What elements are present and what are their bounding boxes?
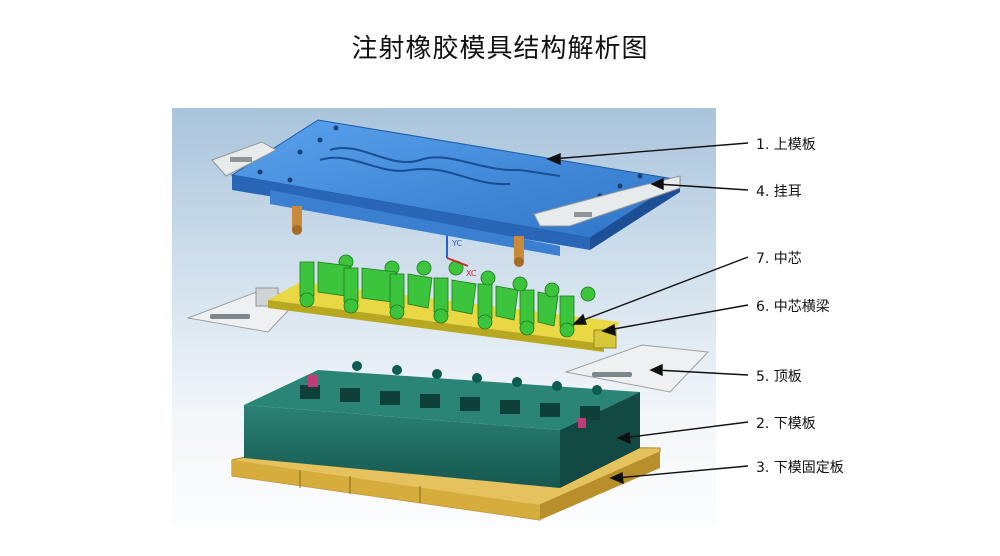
leader-upper-plate: [551, 142, 749, 160]
leader-lower-plate: [622, 421, 749, 439]
lower-plate-part: [244, 361, 640, 488]
lug-right: [533, 175, 681, 227]
leader-core: [577, 256, 749, 323]
core-part: [299, 254, 596, 338]
axis-triad: YC XC: [446, 234, 477, 278]
axis-x-mark: XC: [466, 269, 477, 278]
callout-top-plate: 5. 顶板: [756, 369, 802, 385]
leader-top-plate: [655, 369, 749, 376]
top-plate-right: [564, 344, 710, 393]
callout-lower-fix-plate: 3. 下模固定板: [756, 460, 844, 476]
callout-upper-plate: 1. 上模板: [756, 137, 816, 153]
lug-left: [211, 141, 278, 177]
callout-lower-plate: 2. 下模板: [756, 416, 816, 432]
leader-lower-fix-plate: [615, 465, 749, 479]
callout-lug: 4. 挂耳: [756, 184, 802, 200]
diagram-title: 注射橡胶模具结构解析图: [351, 34, 649, 64]
leader-lines: [546, 142, 749, 485]
callout-core-beam: 6. 中芯横梁: [756, 299, 830, 315]
leader-core-beam: [607, 304, 749, 331]
leader-lug: [656, 183, 749, 191]
callout-core: 7. 中芯: [756, 251, 802, 267]
axis-y-mark: YC: [451, 239, 462, 248]
